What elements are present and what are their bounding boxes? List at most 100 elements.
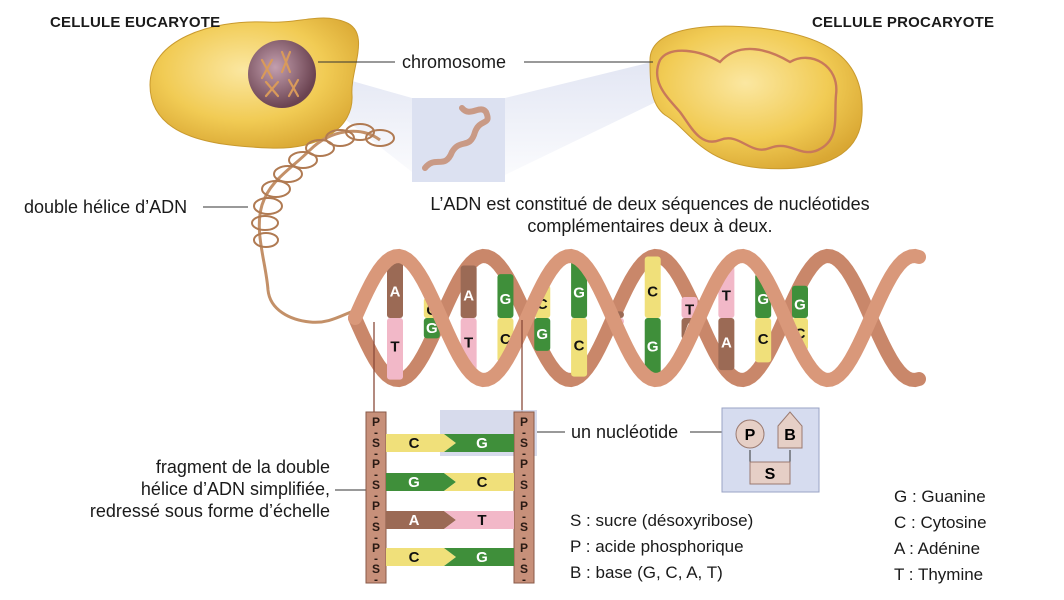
helix-base-pair: CG [644,256,661,380]
helix-base-letter: G [426,320,438,337]
strand-letter: P [520,457,528,471]
helix-base-letter: C [500,331,511,348]
strand-letter: - [522,531,526,545]
fragment-line-3: redressé sous forme d’échelle [89,501,330,521]
strand-letter: S [520,520,528,534]
leader-lines [203,61,722,491]
strand-letter: P [372,415,380,429]
ladder-left-strand [365,411,387,584]
helix-base-letter: G [757,291,769,308]
strand-letter: - [374,426,378,440]
helix-base-letter: C [537,296,548,313]
prokaryote-header: CELLULE PROCARYOTE [812,14,995,31]
helix-base-pair: TA [718,265,735,371]
legend-base: B : base (G, C, A, T) [570,563,723,582]
nucleotide-label: un nucléotide [571,422,679,442]
rung-letter: G [408,474,420,491]
helix-base-letter: T [685,302,694,319]
helix-strand-2 [348,248,926,388]
fragment-line-2: hélice d’ADN simplifiée, [140,479,330,499]
ladder-right-strand [513,411,535,584]
strand-letter: P [520,541,528,555]
nucleus [248,40,316,108]
rung-letter: C [409,549,420,566]
rung-letter: G [476,435,488,452]
fragment-line-1: fragment de la double [155,457,330,477]
helix-base-letter: C [574,337,585,354]
helix-base-pair: GC [571,259,588,377]
strand-letter: S [372,436,380,450]
strand-letter: - [522,468,526,482]
helix-base-letter: A [721,334,732,351]
dna-caption: L’ADN est constitué de deux séquences de… [380,193,920,237]
component-legend: S : sucre (désoxyribose) P : acide phosp… [570,508,753,586]
base-legend: G : Guanine C : Cytosine A : Adénine T :… [894,484,987,588]
helix-base-letter: G [647,339,659,356]
legend-sugar: S : sucre (désoxyribose) [570,511,754,530]
helix-base-letter: G [536,326,548,343]
strand-letter: - [522,573,526,587]
rung-letter: T [477,512,486,529]
strand-letter: - [374,489,378,503]
ladder-connectors [373,320,523,412]
helix-base-letter: A [463,287,474,304]
strand-letter: P [520,499,528,513]
strand-letter: P [372,457,380,471]
rung-letter: G [476,549,488,566]
sugar-letter: S [765,466,776,483]
strand-letter: - [374,447,378,461]
helix-base-letter: C [795,326,806,343]
strand-letter: - [374,531,378,545]
rung-letter: A [409,512,420,529]
strand-letter: - [522,447,526,461]
strand-letter: - [522,510,526,524]
strand-letter: - [374,573,378,587]
coil-rings [251,123,395,248]
caption-line-1: L’ADN est constitué de deux séquences de… [430,194,870,214]
chromosome-label: chromosome [402,52,507,72]
prokaryote-cell [649,25,863,170]
circular-chromosome [655,47,838,154]
strand-letter: - [522,489,526,503]
strand-letter: S [520,478,528,492]
phosphate-symbol [735,419,765,449]
rung-letter: C [477,474,488,491]
strand-letter: S [520,562,528,576]
strand-letter: S [372,520,380,534]
base-letter: B [784,427,796,444]
helix-base-letter: G [500,291,512,308]
strand-letter: - [522,426,526,440]
strand-letter: - [374,510,378,524]
fragment-label: fragment de la double hélice d’ADN simpl… [60,456,330,522]
helix-base-letter: C [647,283,658,300]
helix-base-letter: T [722,288,731,305]
helix-base-letter: T [464,335,473,352]
strand-letter: P [372,541,380,555]
legend-adenine: A : Adénine [894,539,981,558]
legend-guanine: G : Guanine [894,487,986,506]
chromosomes-icon [260,50,300,98]
double-helix-label: double hélice d’ADN [24,197,188,217]
legend-phosphate: P : acide phosphorique [570,537,744,556]
caption-line-2: complémentaires deux à deux. [527,216,773,236]
strand-letter: - [374,468,378,482]
strand-letter: - [522,552,526,566]
helix-base-letter: A [390,283,401,300]
helix-base-pair: AT [387,256,403,380]
legend-thymine: T : Thymine [894,565,984,584]
helix-base-letter: G [573,285,585,302]
zoomed-chromatin [422,105,491,171]
strand-letter: P [520,415,528,429]
strand-letter: P [372,499,380,513]
strand-letter: S [520,436,528,450]
strand-letter: S [372,562,380,576]
base-symbol [777,411,803,449]
eukaryote-header: CELLULE EUCARYOTE [50,14,221,31]
strand-letter: S [372,478,380,492]
strand-letter: - [374,552,378,566]
